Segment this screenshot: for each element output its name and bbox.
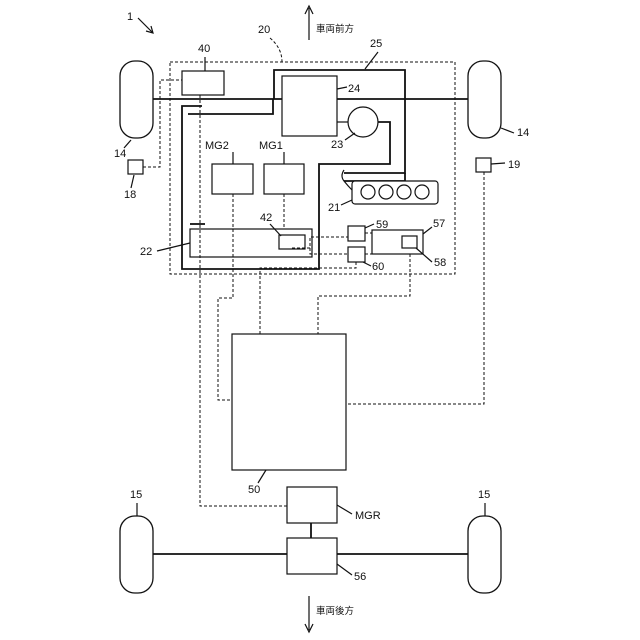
sensor-18: 18 <box>124 160 143 201</box>
sensor-59-block <box>348 226 365 241</box>
front-unit-label: 20 <box>258 24 270 36</box>
engine-label: 21 <box>328 202 340 214</box>
sensor-19-label: 19 <box>508 159 520 171</box>
engine-21: 21 <box>328 170 438 214</box>
sensor-59-label: 59 <box>376 219 388 231</box>
case-label: 25 <box>370 38 382 50</box>
sensor-42-label: 42 <box>260 212 272 224</box>
motor-generator-2: MG2 <box>205 140 253 194</box>
rear-direction-label: 車両後方 <box>316 605 354 617</box>
vehicle-reference: 1 <box>127 11 153 33</box>
motor-generator-1: MG1 <box>259 140 304 194</box>
housing-block <box>282 76 337 136</box>
ecu-40: 40 <box>182 43 224 95</box>
cylinder-3 <box>397 185 411 199</box>
battery-block <box>232 334 346 470</box>
sensor-18-label: 18 <box>124 189 136 201</box>
front-direction-indicator: 車両前方 <box>305 6 354 40</box>
front-left-wheel <box>120 61 153 138</box>
mg2-label: MG2 <box>205 140 229 152</box>
vehicle-label: 1 <box>127 11 133 23</box>
mg2-block <box>212 164 253 194</box>
mg1-block <box>264 164 304 194</box>
sensor-18-block <box>128 160 143 174</box>
rear-diff-block <box>287 538 337 574</box>
cylinder-1 <box>361 185 375 199</box>
front-right-wheel-label: 14 <box>517 127 529 139</box>
rear-axle-assembly: 15 15 MGR 56 <box>120 487 501 593</box>
housing-label: 24 <box>348 83 360 95</box>
battery-label: 50 <box>248 484 260 496</box>
pump-label: 23 <box>331 139 343 151</box>
rear-right-wheel-label: 15 <box>478 489 490 501</box>
mgr-label: MGR <box>355 510 381 522</box>
front-direction-label: 車両前方 <box>316 23 354 35</box>
rear-right-wheel <box>468 516 501 593</box>
ecu-block <box>182 71 224 95</box>
transmission-22: 22 42 <box>140 212 312 258</box>
pump-circle <box>348 107 378 137</box>
battery-50: 50 <box>232 334 346 496</box>
sensor-58-block <box>402 236 417 248</box>
cylinder-2 <box>379 185 393 199</box>
mgr-block <box>287 487 337 523</box>
rear-diff-label: 56 <box>354 571 366 583</box>
rear-left-wheel-label: 15 <box>130 489 142 501</box>
sensor-19: 19 <box>476 158 520 172</box>
front-left-wheel-label: 14 <box>114 148 126 160</box>
unit-57-label: 57 <box>433 218 445 230</box>
sensor-42-block <box>279 235 305 249</box>
ecu-label: 40 <box>198 43 210 55</box>
sensor-19-block <box>476 158 491 172</box>
rear-direction-indicator: 車両後方 <box>305 596 354 632</box>
transmission-label: 22 <box>140 246 152 258</box>
cylinder-4 <box>415 185 429 199</box>
rear-left-wheel <box>120 516 153 593</box>
sensor-58-label: 58 <box>434 257 446 269</box>
sensor-60-label: 60 <box>372 261 384 273</box>
mg1-label: MG1 <box>259 140 283 152</box>
pump-23: 23 <box>331 107 378 151</box>
sensor-60-block <box>348 247 365 262</box>
front-right-wheel <box>468 61 501 138</box>
